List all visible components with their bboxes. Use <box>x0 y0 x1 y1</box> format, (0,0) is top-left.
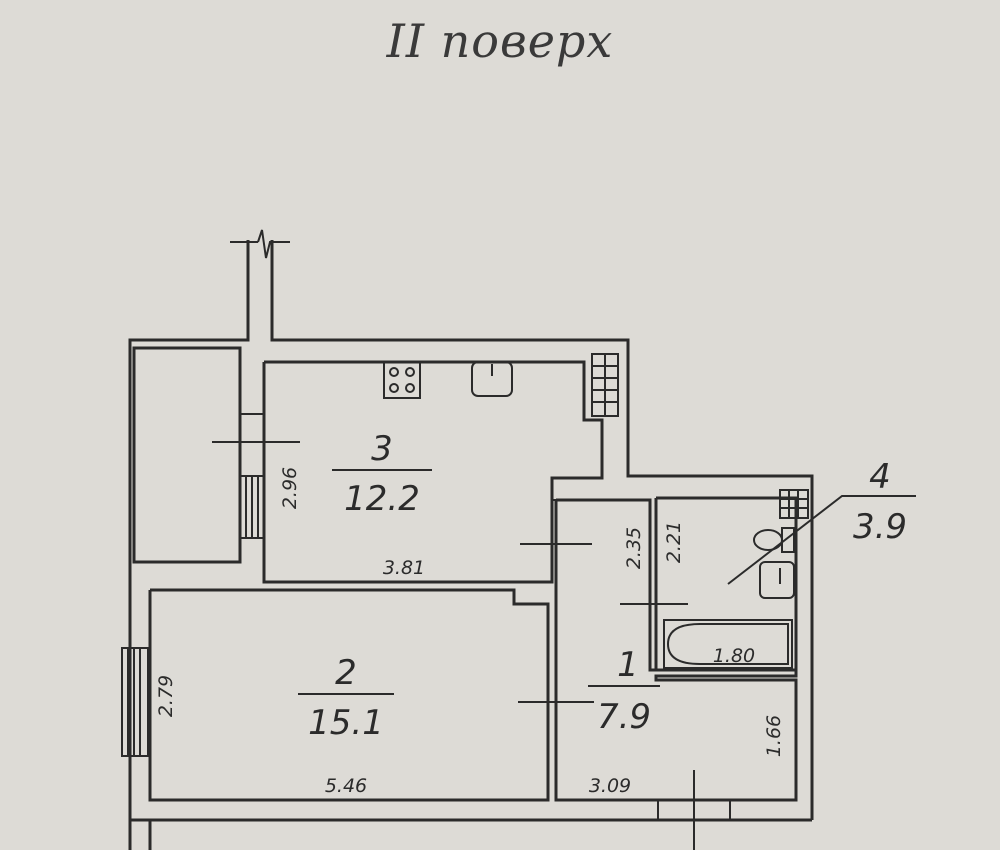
dim-corridor-lower-height: 1.66 <box>763 715 785 757</box>
room-2-area: 15.1 <box>308 703 384 743</box>
room4-leader <box>727 495 916 585</box>
room-1-number: 1 <box>617 645 639 685</box>
dim-room2-width: 5.46 <box>325 775 367 797</box>
dim-corridor-upper-height: 2.35 <box>623 527 645 569</box>
dim-bath-height: 2.21 <box>663 521 685 563</box>
sink-icon <box>471 361 513 397</box>
dim-room2-height: 2.79 <box>155 675 177 717</box>
room-4-area: 3.9 <box>853 507 907 547</box>
dim-room3-height: 2.96 <box>279 467 301 509</box>
dim-corridor-width: 3.09 <box>589 775 631 797</box>
room-3-number: 3 <box>371 429 393 469</box>
walls <box>121 229 814 850</box>
dim-room3-width: 3.81 <box>383 557 425 579</box>
bath-walls <box>654 496 798 672</box>
room-1-area: 7.9 <box>597 697 651 737</box>
ventilation-grid-icon <box>591 353 619 417</box>
room-3-area: 12.2 <box>344 479 420 519</box>
room-4-label: 4 3.9 <box>853 457 907 547</box>
dim-bath-width: 1.80 <box>713 645 755 667</box>
room3-walls <box>262 360 604 584</box>
room-1-label: 1 7.9 <box>588 645 660 737</box>
bathtub-icon <box>663 619 793 669</box>
corridor-walls <box>554 498 798 802</box>
washbasin-icon <box>759 561 795 599</box>
door-marks <box>518 500 695 850</box>
balcony <box>132 346 242 564</box>
shaft-wall <box>128 240 250 850</box>
break-symbol <box>257 229 290 259</box>
room-2-label: 2 15.1 <box>298 653 394 743</box>
shaft-wall-inner <box>270 240 814 820</box>
room-2-number: 2 <box>335 653 357 693</box>
page-title: II поверх <box>386 14 614 68</box>
stove-icon <box>383 361 421 399</box>
toilet-icon <box>753 527 795 553</box>
bath-vent-grid-icon <box>779 489 809 519</box>
room-4-number: 4 <box>869 457 891 497</box>
room-3-label: 3 12.2 <box>332 429 432 519</box>
